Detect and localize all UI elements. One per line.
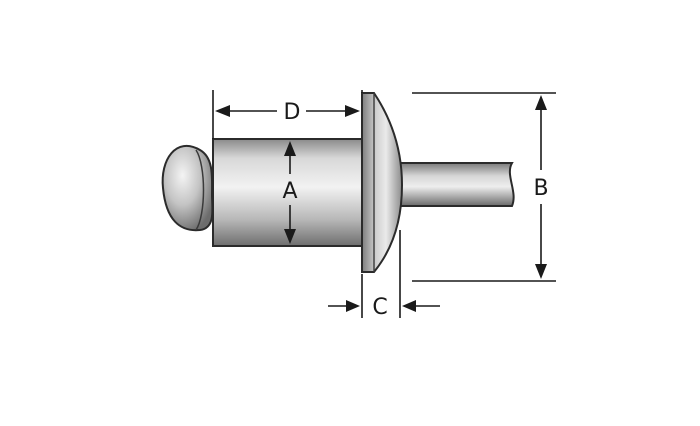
label-c: C bbox=[372, 295, 387, 320]
mandrel-head bbox=[161, 144, 214, 232]
mandrel-head-groove bbox=[195, 149, 205, 231]
mandrel-shaft bbox=[395, 162, 515, 207]
dimension-b: B bbox=[412, 92, 556, 282]
rivet bbox=[161, 92, 515, 273]
label-d: D bbox=[284, 100, 301, 125]
dimension-a: A bbox=[282, 141, 298, 244]
label-a: A bbox=[282, 179, 297, 204]
label-b: B bbox=[533, 176, 548, 201]
dimension-c: C bbox=[328, 230, 440, 320]
rivet-flange bbox=[361, 92, 404, 273]
rivet-body bbox=[212, 138, 364, 247]
dimension-d: D bbox=[212, 90, 363, 139]
